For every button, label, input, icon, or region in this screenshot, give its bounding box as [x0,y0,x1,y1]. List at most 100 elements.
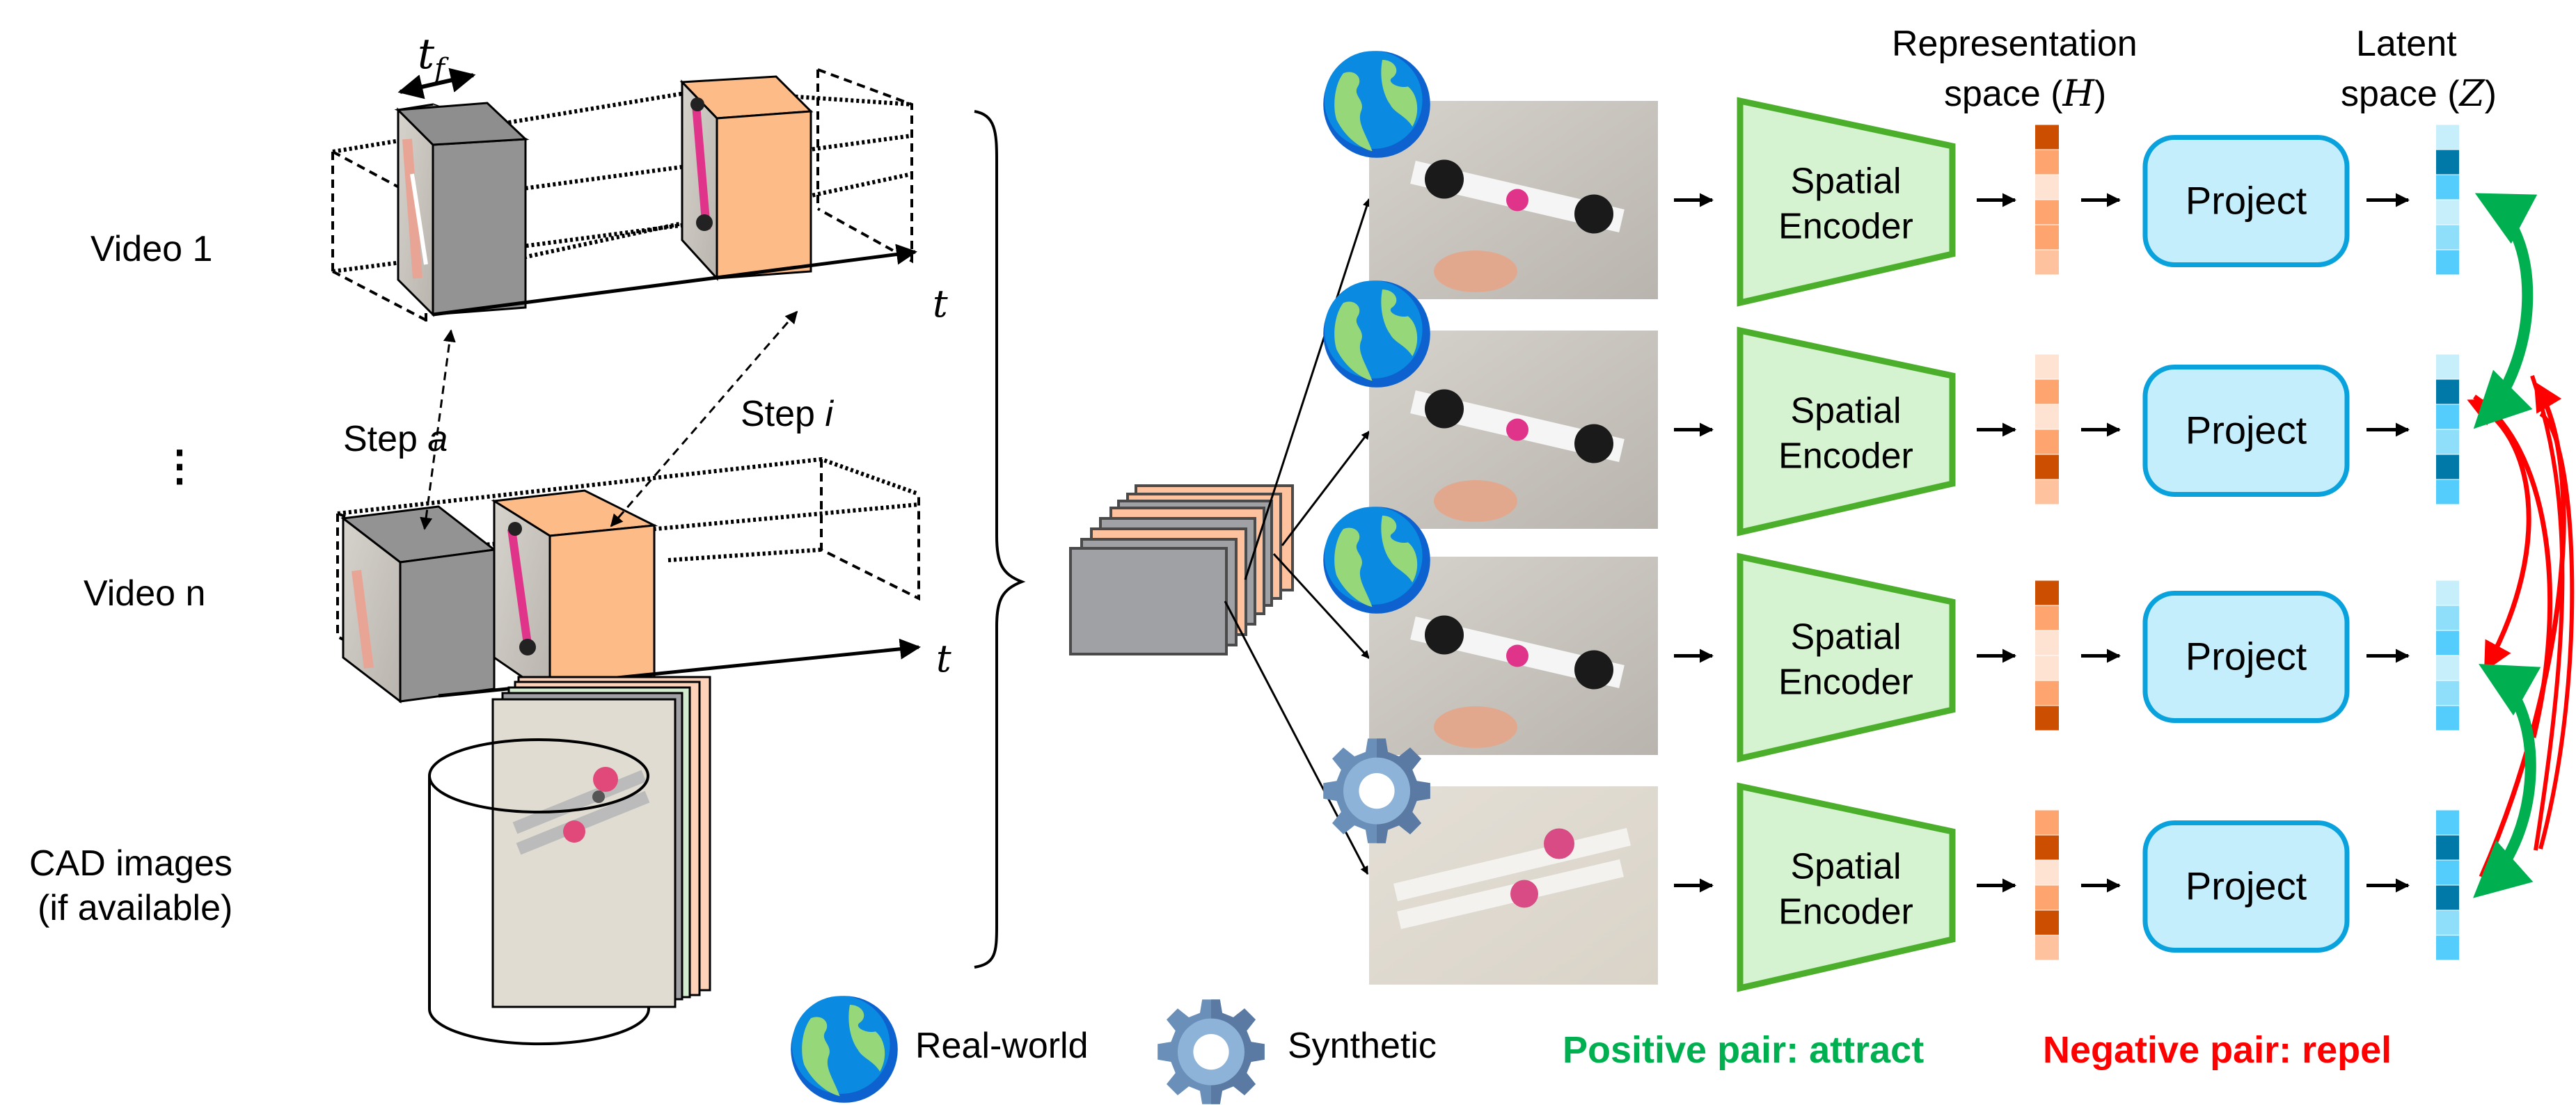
vector-cell [2436,225,2459,250]
video-1-label: Video 1 [90,229,212,269]
vector-cell [2035,860,2059,885]
vector-cell [2035,404,2059,429]
contrastive-arrows [2467,193,2575,898]
positive-pair-arrow [2473,664,2541,898]
encoder-label-line1: Spatial [1791,617,1902,658]
encoder-label-line2: Encoder [1778,207,1913,247]
real-world-image [1369,331,1658,529]
video-1-step-i-frame [679,75,814,281]
vector-cell [2436,379,2459,404]
synthetic-image [1369,786,1658,985]
legend-synthetic-label: Synthetic [1288,1026,1437,1066]
vector-cell [2035,454,2059,479]
vector-cell [2035,580,2059,605]
project-block [2142,135,2350,267]
vector-cell [2035,125,2059,150]
vector-cell [2035,810,2059,835]
legend-real-world-label: Real-world [915,1026,1089,1066]
real-world-source-icon [1323,507,1430,614]
vector-cell [2436,910,2459,935]
negative-pair-arrow [2538,412,2575,850]
vector-cell [2035,200,2059,225]
real-world-source-icon [1323,280,1430,388]
latent-header-line2: space (Z) [2341,73,2497,115]
video-1-time-axis [432,244,917,317]
vector-cell [2035,175,2059,200]
vector-cell [2436,150,2459,175]
vector-cell [2436,655,2459,681]
positive-pair-arrow [2473,193,2538,429]
representation-vector [2035,125,2059,275]
cad-images-label-line2: (if available) [38,888,232,928]
vector-cell [2035,225,2059,250]
synthetic-source-icon [1323,738,1430,843]
spatial-encoder-block [1737,97,1956,307]
representation-vector [2035,580,2059,731]
video-n-label: Video n [84,573,205,614]
vector-cell [2035,379,2059,404]
latent-vector [2436,580,2459,731]
vector-cell [2035,479,2059,504]
video-1-time-label: t [933,282,948,326]
vector-cell [2035,429,2059,454]
project-label: Project [2186,408,2307,452]
vector-cell [2035,835,2059,860]
encoder-label-line1: Spatial [1791,161,1902,202]
video-1-step-a-frame [394,102,530,317]
video-n-time-label: t [936,637,951,681]
representation-header-line2: space (H) [1944,73,2106,115]
grouping-brace [974,110,1026,969]
negative-pair-arrow [2467,399,2531,672]
negative-pair-arrow [2530,375,2565,851]
encoder-label-line2: Encoder [1778,892,1913,932]
representation-header-line1: Representation [1892,24,2138,64]
encoder-label-line1: Spatial [1791,847,1902,887]
legend-positive-pair: Positive pair: attract [1563,1029,1924,1071]
vector-cell [2035,354,2059,379]
project-block [2142,820,2350,953]
step-i-link [610,310,798,527]
cad-image-stack [491,676,711,1008]
vector-cell [2436,706,2459,731]
encoder-label-line2: Encoder [1778,436,1913,477]
vector-cell [2035,910,2059,935]
legend-real-world-icon [791,996,898,1103]
legend-synthetic-icon [1157,999,1265,1104]
cad-cylinder-top [428,738,649,813]
project-label: Project [2186,635,2307,678]
spatial-encoder-block [1737,326,1956,536]
vector-cell [2436,681,2459,706]
encoder-label-line1: Spatial [1791,391,1902,431]
vector-cell [2436,175,2459,200]
tf-dimension-arrow [397,67,476,100]
vector-cell [2436,125,2459,150]
video-n-step-a-frame [340,505,497,704]
vector-cell [2436,605,2459,630]
tf-label: tf [418,30,449,85]
sampled-frame-stack [1069,484,1294,655]
cad-images-label-line1: CAD images [29,843,232,884]
spatial-encoder-block [1737,552,1956,763]
vector-cell [2436,200,2459,225]
project-block [2142,591,2350,723]
video-n-step-i-frame [491,489,658,698]
video-ellipsis: ⋮ [159,443,200,489]
vector-cell [2436,454,2459,479]
vector-cell [2436,835,2459,860]
latent-vector [2436,354,2459,504]
vector-cell [2436,885,2459,910]
vector-cell [2436,479,2459,504]
vector-cell [2035,150,2059,175]
project-block [2142,365,2350,497]
vector-cell [2035,885,2059,910]
real-world-source-icon [1323,51,1430,158]
vector-cell [2436,429,2459,454]
legend-negative-pair: Negative pair: repel [2043,1029,2392,1071]
project-label: Project [2186,179,2307,223]
vector-cell [2035,706,2059,731]
vector-cell [2436,630,2459,655]
